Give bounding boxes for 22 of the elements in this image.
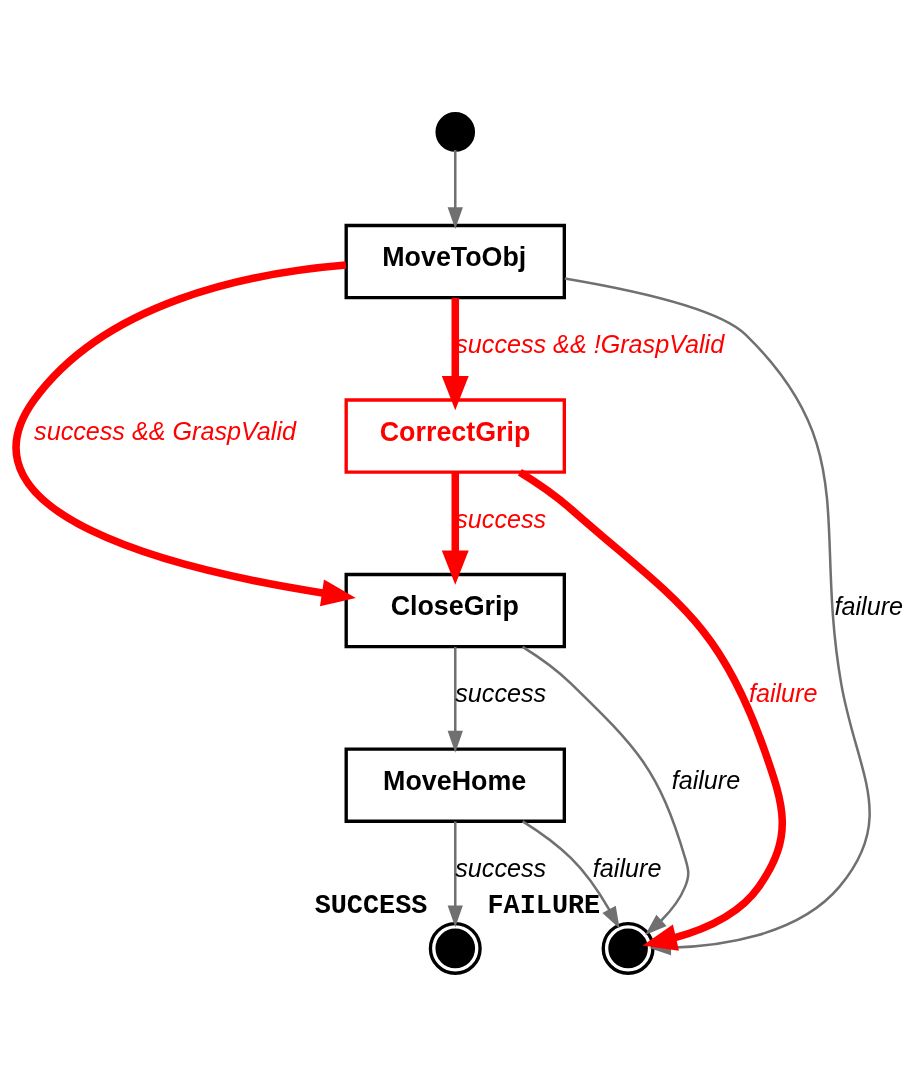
arrow xyxy=(447,149,463,229)
node-box: MoveToObj xyxy=(344,223,566,299)
edge-label: failure xyxy=(833,591,903,620)
edge-label: failure xyxy=(592,853,661,882)
arrow xyxy=(447,646,463,753)
node-label: SUCCESS xyxy=(314,890,427,921)
node-circle xyxy=(434,111,475,152)
node-label: FAILURE xyxy=(486,890,600,921)
edge-label: failure xyxy=(748,678,817,707)
arrow xyxy=(521,645,689,935)
edge-label: success && GraspValid xyxy=(33,416,296,445)
arrow xyxy=(517,468,786,951)
node-box: CloseGrip xyxy=(344,572,566,648)
node-box: MoveHome xyxy=(344,746,566,823)
node-circle xyxy=(601,921,655,975)
arrow xyxy=(521,819,620,928)
arrow xyxy=(441,471,469,585)
arrow xyxy=(12,260,356,606)
node-box: CorrectGrip xyxy=(344,397,566,474)
arrow xyxy=(447,821,463,927)
edge-label: failure xyxy=(671,765,740,794)
node-circle xyxy=(428,921,482,975)
